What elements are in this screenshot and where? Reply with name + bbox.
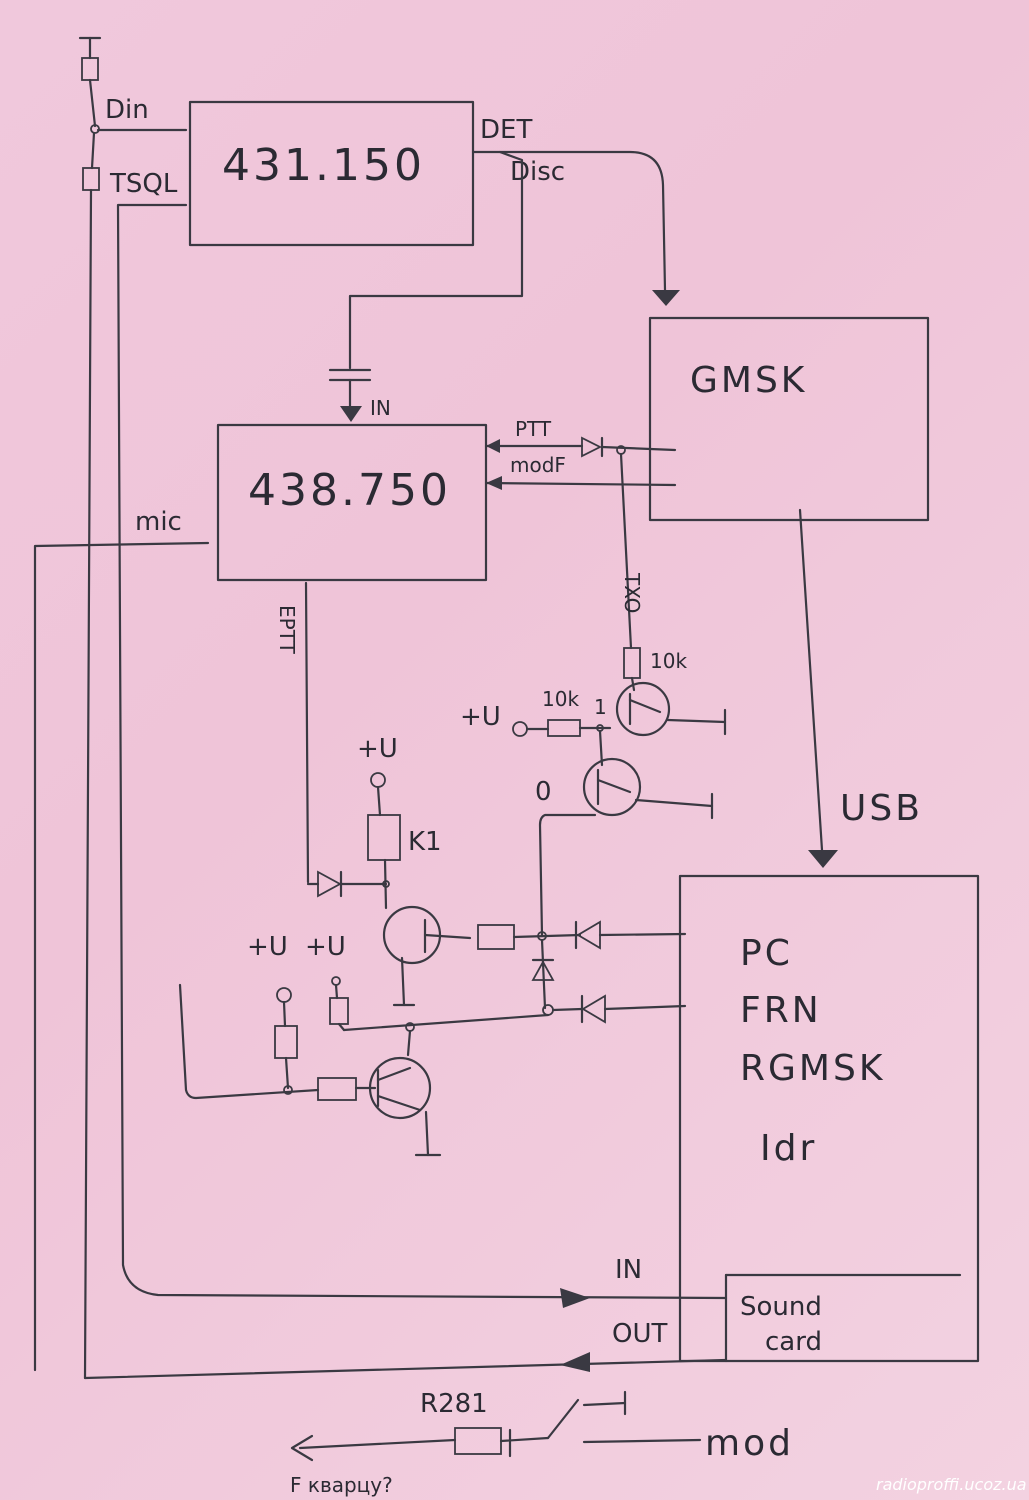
modf-wire [484,481,677,487]
pc-block: PC FRN RGMSK Idr Sound card [678,874,980,1363]
pc-line-2: FRN [740,990,822,1031]
det-label: DET [480,115,532,145]
sc-in-label: IN [615,1255,642,1285]
mod-label: mod [705,1423,794,1464]
resistor-r281 [454,1427,502,1455]
resistor-10k-b [547,719,581,737]
k1-label: K1 [408,827,442,857]
pc-line-4: Idr [760,1128,817,1169]
gmsk-block: GMSK [648,316,930,522]
in-label: IN [370,396,391,420]
resistor-pullup-b [329,997,349,1025]
disc-wire [348,150,524,370]
soundcard-line-2: card [765,1327,822,1357]
diode-pc-1 [576,920,601,950]
transistor-k1 [382,905,472,1007]
transistor-lower [582,757,714,820]
rx-block: 431.150 [188,100,475,247]
bottom-note: F кварцу? [290,1473,393,1497]
resistor-base-k1 [477,924,515,950]
rx-frequency: 431.150 [222,140,425,191]
tsql-branch [178,983,320,1100]
diode-pc-2 [581,994,606,1024]
eptt-wire [304,581,310,884]
plus-u-2: +U [357,734,398,764]
txo-label: TXO [620,572,644,613]
plus-u-1: +U [460,702,501,732]
txo-wire [619,452,633,650]
r10k-a-label: 10k [650,649,687,673]
disc-label: Disc [510,157,565,187]
relay-k1 [367,814,401,861]
pin1-label: 1 [594,695,607,719]
tsql-label: TSQL [109,169,178,199]
det-arrow [652,290,680,306]
gmsk-label: GMSK [690,360,807,401]
resistor-pullup-a [274,1025,298,1059]
plus-u-3: +U [247,932,288,962]
tx-block: 438.750 [216,423,488,582]
resistor-10k-a [623,647,641,679]
resistor-base-bottom [317,1077,357,1101]
pc-line-3: RGMSK [740,1048,885,1089]
pc-line-1: PC [740,933,793,974]
modf-label: modF [510,453,566,477]
tx-frequency: 438.750 [248,465,451,516]
transistor-upper [615,681,727,737]
plus-u-4: +U [305,932,346,962]
transistor-bottom [368,1056,442,1157]
left-connector [78,36,728,1380]
sc-in-arrow [560,1288,590,1308]
sc-out-arrow [560,1352,590,1372]
mic-wire [33,541,210,1372]
usb-label: USB [840,788,923,829]
usb-arrow [808,850,838,868]
din-label: Din [105,95,149,125]
ptt-label: PTT [515,417,552,441]
usb-wire [798,508,824,852]
det-wire [471,150,667,292]
sc-out-label: OUT [612,1319,667,1349]
in-arrow [340,406,362,422]
r281-label: R281 [420,1389,488,1419]
mic-label: mic [135,507,182,537]
eptt-diode [317,870,342,898]
pin0-label: 0 [535,777,552,807]
r10k-b-label: 10k [542,687,579,711]
watermark: radioproffi.ucoz.ua [876,1475,1027,1494]
ptt-diode [581,436,603,458]
mod-circuit [290,1390,702,1462]
eptt-label: EPTT [275,605,299,655]
tsql-wire [116,203,728,1300]
soundcard-line-1: Sound [740,1292,822,1322]
